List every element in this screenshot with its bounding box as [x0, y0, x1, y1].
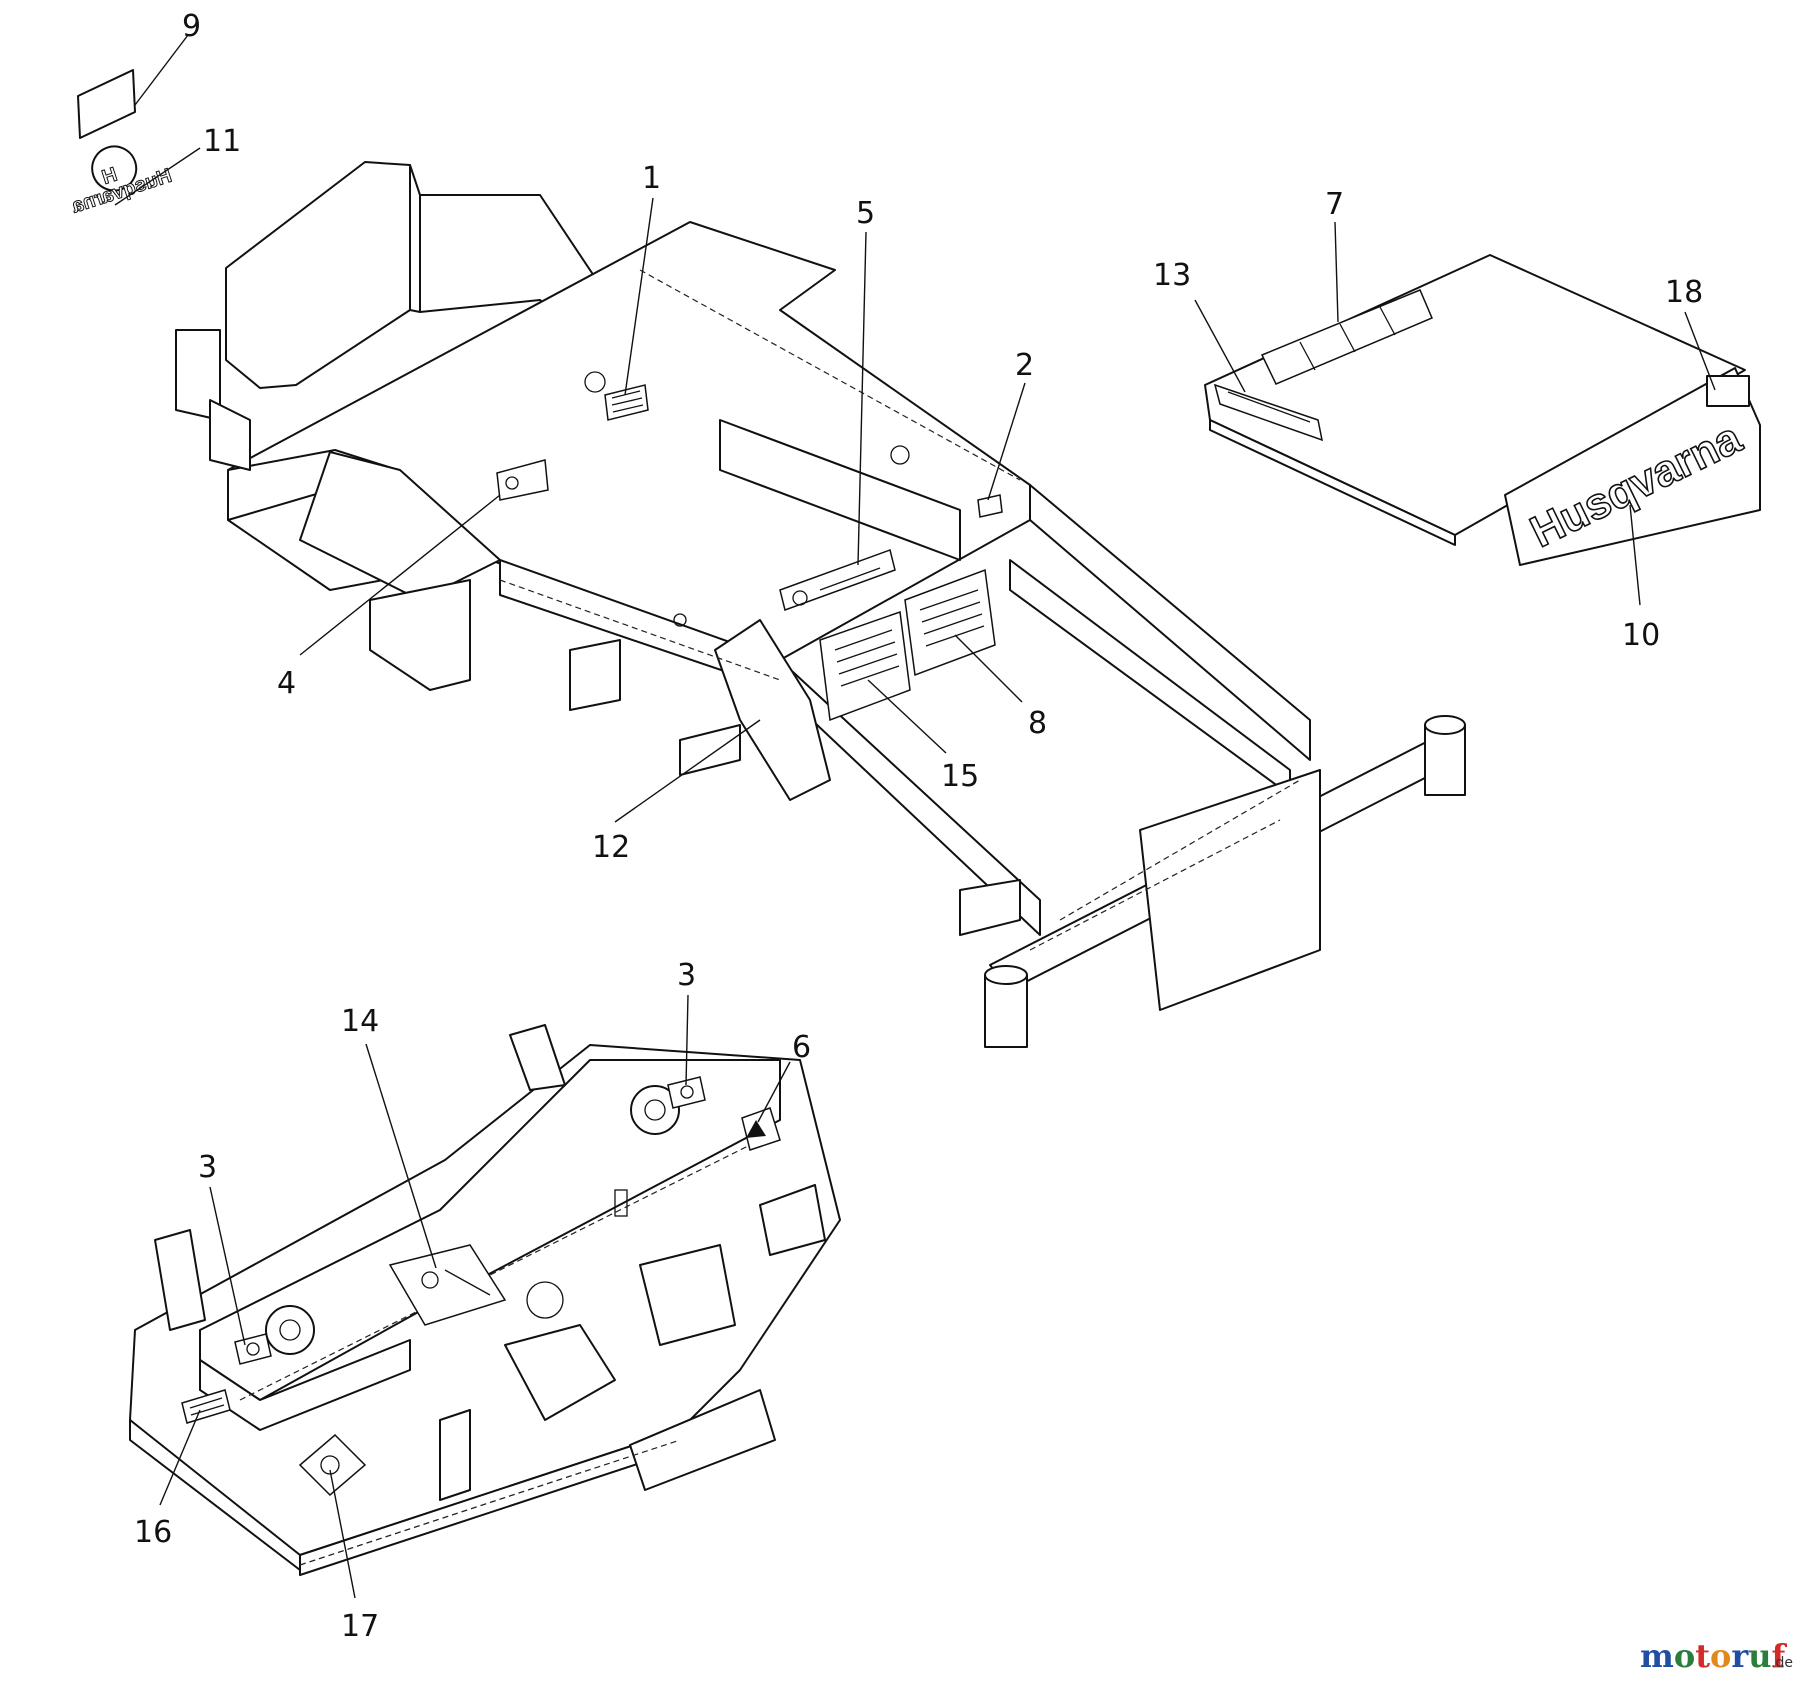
leader-17	[329, 1469, 356, 1599]
caster-tube-left	[984, 965, 1028, 1048]
svg-text:H: H	[99, 164, 120, 189]
decal-4	[496, 459, 549, 501]
leader-3b	[209, 1186, 246, 1346]
leader-15	[867, 679, 947, 754]
callout-2: 2	[1015, 348, 1034, 383]
leader-7	[1334, 221, 1339, 323]
decal-7	[1260, 289, 1433, 385]
leader-5	[857, 231, 867, 566]
watermark-suffix: .de	[1771, 1655, 1793, 1671]
callout-5: 5	[856, 196, 875, 231]
decal-8	[904, 568, 996, 677]
leader-3a	[685, 994, 689, 1086]
callout-18: 18	[1665, 275, 1703, 310]
callout-15: 15	[941, 759, 979, 794]
caster-tube-right	[1424, 715, 1466, 796]
callout-11: 11	[203, 124, 241, 159]
callout-6: 6	[792, 1030, 811, 1065]
leader-1	[624, 197, 654, 396]
watermark: motoruf .de	[1640, 1637, 1793, 1675]
callout-16: 16	[134, 1515, 172, 1550]
watermark-text: motoruf	[1640, 1637, 1787, 1675]
callout-3-left: 3	[198, 1150, 217, 1185]
leader-14	[365, 1043, 437, 1269]
callout-17: 17	[341, 1609, 379, 1644]
leader-8	[954, 634, 1023, 703]
hood-panel: Husqvarna	[1204, 254, 1761, 566]
decal-13	[1213, 383, 1323, 442]
leader-16	[159, 1409, 201, 1506]
decal-6	[741, 1107, 781, 1151]
callout-7: 7	[1325, 187, 1344, 222]
chassis-frame	[175, 161, 1466, 1048]
callout-labels: 1 2 3 3 4 5 6 7 8 9 10 11 12 13 14 15 16…	[134, 9, 1703, 1644]
callout-10: 10	[1622, 618, 1660, 653]
decal-3-right	[667, 1076, 706, 1109]
leader-13	[1194, 299, 1246, 393]
leader-11	[114, 147, 201, 206]
decal-5	[779, 549, 896, 611]
callout-1: 1	[642, 161, 661, 196]
decal-16	[181, 1389, 231, 1424]
decal-9-blank	[77, 69, 136, 139]
decal-17	[298, 1433, 367, 1497]
callout-9: 9	[182, 9, 201, 44]
callout-8: 8	[1028, 706, 1047, 741]
leader-9	[134, 34, 189, 106]
callout-14: 14	[341, 1004, 379, 1039]
callout-3-right: 3	[677, 958, 696, 993]
decal-14	[388, 1244, 507, 1326]
decal-15	[819, 610, 911, 722]
leader-12	[614, 719, 761, 823]
decal-1	[604, 384, 649, 421]
leader-2	[987, 382, 1026, 501]
leader-18	[1684, 311, 1716, 391]
leader-lines	[114, 34, 1716, 1599]
leader-4	[299, 494, 501, 656]
decal-2	[977, 494, 1003, 518]
leader-6	[757, 1061, 791, 1123]
callout-13: 13	[1153, 258, 1191, 293]
leader-10	[1629, 504, 1641, 606]
callout-12: 12	[592, 830, 630, 865]
callout-4: 4	[277, 666, 296, 701]
